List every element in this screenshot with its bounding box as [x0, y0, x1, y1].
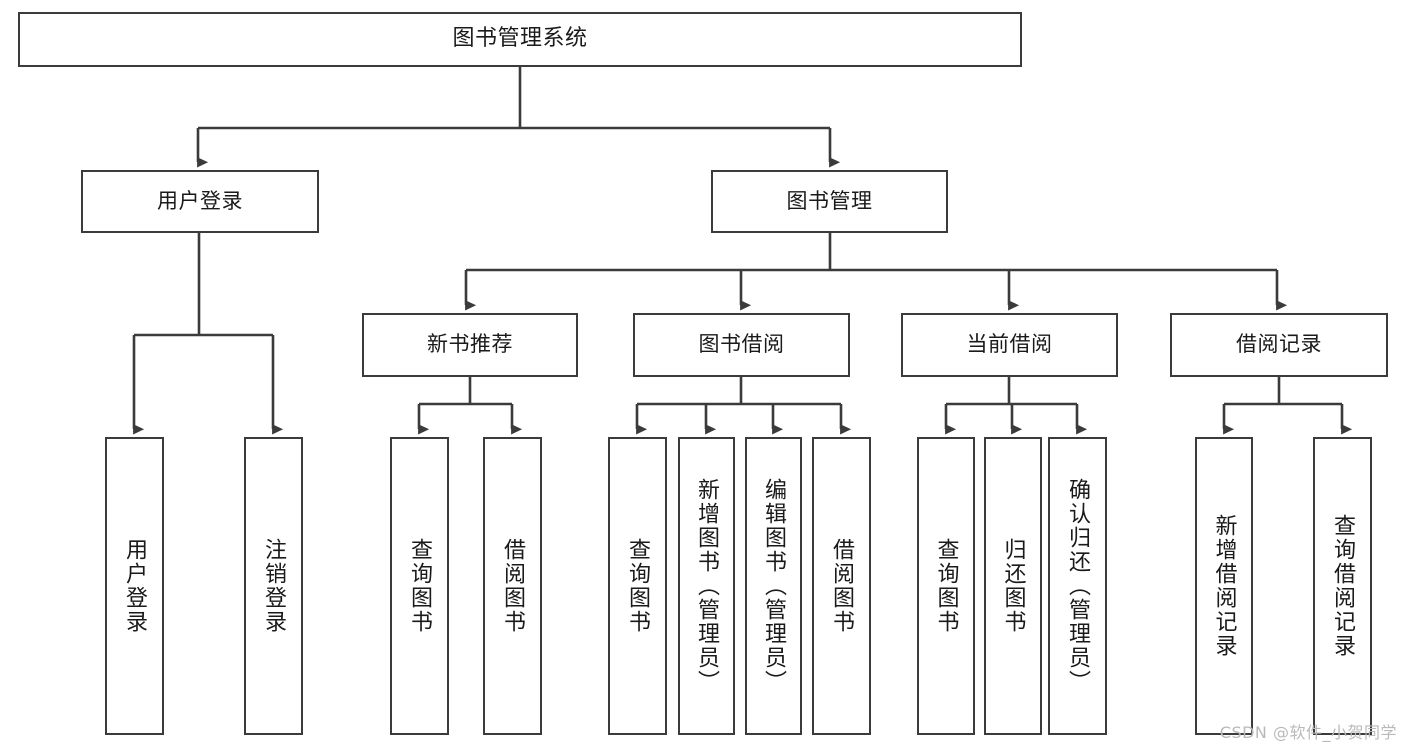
node-leaf-user-login[interactable]: 用户登录: [105, 437, 164, 735]
node-leaf-confirm-return-label: 确认归还（管理员）: [1065, 478, 1091, 694]
node-book-borrow[interactable]: 图书借阅: [633, 313, 850, 377]
node-leaf-add-record[interactable]: 新增借阅记录: [1195, 437, 1253, 735]
node-leaf-user-logout-label: 注销登录: [261, 538, 287, 634]
node-leaf-query-record[interactable]: 查询借阅记录: [1313, 437, 1372, 735]
node-leaf-borrow-book-2[interactable]: 借阅图书: [812, 437, 871, 735]
node-book-manage-label: 图书管理: [786, 188, 873, 213]
node-leaf-borrow-book-2-label: 借阅图书: [829, 538, 855, 634]
node-leaf-query-book-1[interactable]: 查询图书: [390, 437, 449, 735]
node-new-book-rec-label: 新书推荐: [427, 332, 513, 357]
node-leaf-borrow-book-1-label: 借阅图书: [500, 538, 526, 634]
node-borrow-record[interactable]: 借阅记录: [1170, 313, 1388, 377]
node-borrow-record-label: 借阅记录: [1236, 332, 1322, 357]
node-current-borrow-label: 当前借阅: [966, 332, 1053, 357]
node-book-manage[interactable]: 图书管理: [711, 170, 948, 233]
node-leaf-query-book-1-label: 查询图书: [407, 538, 433, 634]
node-root-label: 图书管理系统: [452, 26, 588, 52]
node-leaf-return-book[interactable]: 归还图书: [984, 437, 1042, 735]
node-leaf-add-book[interactable]: 新增图书（管理员）: [678, 437, 735, 735]
node-leaf-borrow-book-1[interactable]: 借阅图书: [483, 437, 542, 735]
node-leaf-add-book-label: 新增图书（管理员）: [694, 478, 720, 694]
node-user-login-label: 用户登录: [157, 188, 243, 213]
node-leaf-add-record-label: 新增借阅记录: [1211, 514, 1237, 658]
node-leaf-confirm-return[interactable]: 确认归还（管理员）: [1048, 437, 1107, 735]
node-leaf-query-book-2-label: 查询图书: [625, 538, 651, 634]
node-new-book-rec[interactable]: 新书推荐: [362, 313, 578, 377]
node-leaf-user-logout[interactable]: 注销登录: [244, 437, 303, 735]
node-leaf-edit-book-label: 编辑图书（管理员）: [761, 478, 787, 694]
node-leaf-edit-book[interactable]: 编辑图书（管理员）: [745, 437, 802, 735]
node-book-borrow-label: 图书借阅: [698, 332, 785, 357]
node-leaf-user-login-label: 用户登录: [122, 538, 148, 634]
node-leaf-query-book-3-label: 查询图书: [933, 538, 959, 634]
node-leaf-query-book-2[interactable]: 查询图书: [608, 437, 667, 735]
node-leaf-query-book-3[interactable]: 查询图书: [917, 437, 975, 735]
node-leaf-return-book-label: 归还图书: [1000, 538, 1026, 634]
node-user-login[interactable]: 用户登录: [81, 170, 319, 233]
node-root[interactable]: 图书管理系统: [18, 12, 1022, 67]
node-current-borrow[interactable]: 当前借阅: [901, 313, 1118, 377]
node-leaf-query-record-label: 查询借阅记录: [1330, 514, 1356, 658]
csdn-watermark: CSDN @软件_小贺同学: [1219, 723, 1397, 742]
